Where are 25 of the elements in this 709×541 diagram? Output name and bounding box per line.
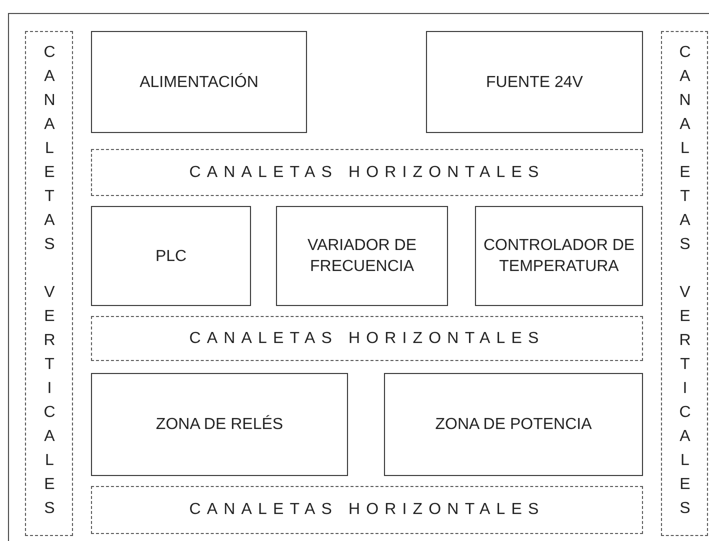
zone-label: ZONA DE RELÉS xyxy=(154,414,284,435)
vertical-cable-duct xyxy=(25,31,73,536)
zone-label: FUENTE 24V xyxy=(485,72,584,92)
component-zone xyxy=(426,31,643,133)
zone-label: ZONA DE POTENCIA xyxy=(434,415,593,435)
zone-label: VARIADOR DE FRECUENCIA xyxy=(306,236,418,277)
duct-label: CANALETAS HORIZONTALES xyxy=(189,164,545,182)
horizontal-cable-duct xyxy=(91,149,643,196)
component-zone xyxy=(276,206,448,306)
zone-label: PLC xyxy=(154,246,188,266)
zone-label: CONTROLADOR DE TEMPERATURA xyxy=(482,236,636,277)
zone-label: ALIMENTACIÓN xyxy=(138,72,260,92)
vertical-cable-duct xyxy=(661,31,708,536)
component-zone xyxy=(91,206,251,306)
duct-label: CANALETAS VERTICALES xyxy=(41,44,57,524)
horizontal-cable-duct xyxy=(91,486,643,534)
component-zone xyxy=(475,206,643,306)
component-zone xyxy=(91,31,307,133)
duct-label: CANALETAS VERTICALES xyxy=(676,44,692,524)
duct-label: CANALETAS HORIZONTALES xyxy=(189,501,545,519)
panel-outline xyxy=(8,13,709,541)
component-zone xyxy=(91,373,348,476)
duct-label: CANALETAS HORIZONTALES xyxy=(189,330,545,348)
horizontal-cable-duct xyxy=(91,316,643,361)
component-zone xyxy=(384,373,643,476)
